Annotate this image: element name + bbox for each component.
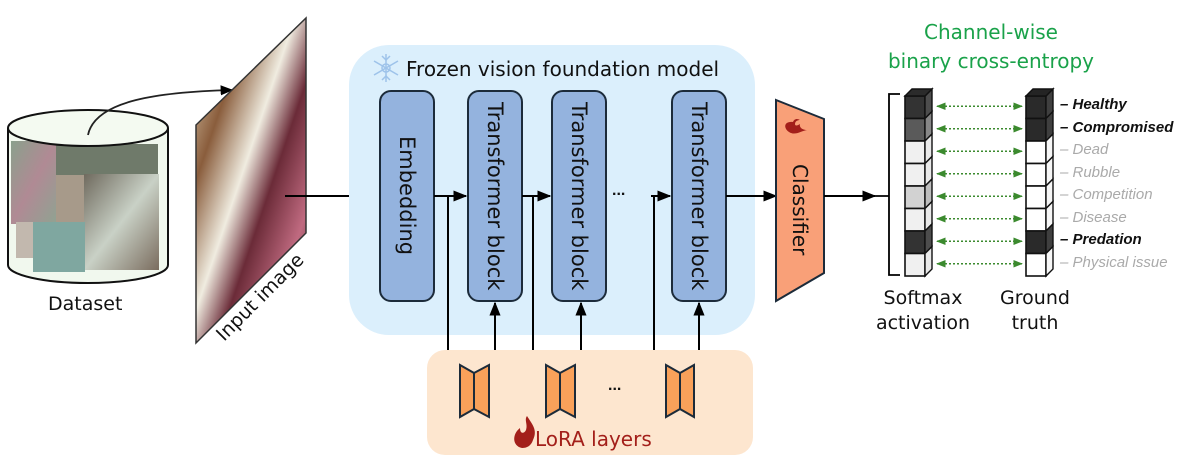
lora-flame-icon — [514, 416, 535, 448]
ground-truth-caption: Ground truth — [990, 286, 1080, 336]
softmax-cell — [904, 222, 933, 256]
transformer-block-3-label: Transformer block — [687, 101, 711, 291]
class-label-predation: – Predation — [1060, 231, 1142, 249]
class-label-compromised: – Compromised — [1060, 118, 1174, 136]
dataset-sample-image — [56, 144, 158, 177]
snowflake-icon — [373, 54, 399, 82]
transformer-block-2-label: Transformer block — [567, 101, 591, 291]
embedding-label: Embedding — [395, 136, 419, 256]
softmax-cell — [903, 87, 934, 121]
loss-title-line1: Channel-wise — [924, 20, 1058, 44]
dataset-sample-image — [84, 174, 159, 270]
classifier-flame-icon — [785, 118, 807, 134]
input-image — [195, 16, 307, 345]
ground-truth-caption-line2: truth — [1011, 312, 1059, 334]
classifier-block — [775, 98, 825, 303]
class-label-competition: – Competition — [1060, 186, 1153, 204]
transformer-block-1-label: Transformer block — [483, 101, 507, 291]
blocks-ellipsis: ... — [612, 182, 626, 199]
softmax-cell — [904, 244, 933, 278]
ground-truth-caption-line1: Ground — [1000, 287, 1070, 309]
lora-adapter-2 — [545, 363, 576, 419]
softmax-column — [903, 87, 934, 278]
dataset-sample-image — [16, 222, 36, 258]
bce-links — [936, 102, 1023, 268]
loss-title-line2: binary cross-entropy — [887, 49, 1095, 73]
class-label-rubble: – Rubble — [1060, 163, 1121, 181]
ground-truth-cell — [1025, 244, 1054, 278]
class-label-dead: – Dead — [1060, 141, 1109, 159]
ground-truth-cell — [1025, 132, 1054, 166]
softmax-caption: Softmax activation — [868, 286, 978, 336]
loss-title: Channel-wise binary cross-entropy — [880, 18, 1102, 76]
classifier-label: Classifier — [788, 164, 812, 256]
class-label-disease: – Disease — [1060, 208, 1127, 226]
lora-adapter-1 — [459, 363, 490, 419]
dataset-sample-image — [33, 222, 85, 272]
ground-truth-column — [1024, 87, 1055, 278]
dataset-cylinder — [7, 85, 234, 284]
lora-title: LoRA layers — [535, 427, 652, 451]
softmax-caption-line2: activation — [875, 312, 971, 334]
frozen-model-title: Frozen vision foundation model — [406, 57, 720, 81]
dataset-sample-image — [11, 141, 57, 224]
softmax-cell — [904, 199, 933, 233]
class-label-physical-issue: – Physical issue — [1060, 253, 1168, 271]
softmax-bracket — [875, 93, 900, 276]
lora-ellipsis: ... — [608, 377, 622, 394]
transformer-block-2 — [551, 90, 607, 302]
softmax-caption-line1: Softmax — [883, 287, 963, 309]
ground-truth-cell — [1025, 222, 1054, 256]
class-label-healthy: – Healthy — [1060, 96, 1127, 114]
softmax-cell — [904, 132, 933, 166]
dataset-sample-image — [56, 175, 86, 223]
ground-truth-cell — [1024, 87, 1055, 121]
softmax-cell — [904, 154, 933, 188]
ground-truth-cell — [1025, 177, 1054, 211]
lora-adapter-3 — [665, 363, 695, 419]
dataset-label: Dataset — [48, 293, 123, 315]
